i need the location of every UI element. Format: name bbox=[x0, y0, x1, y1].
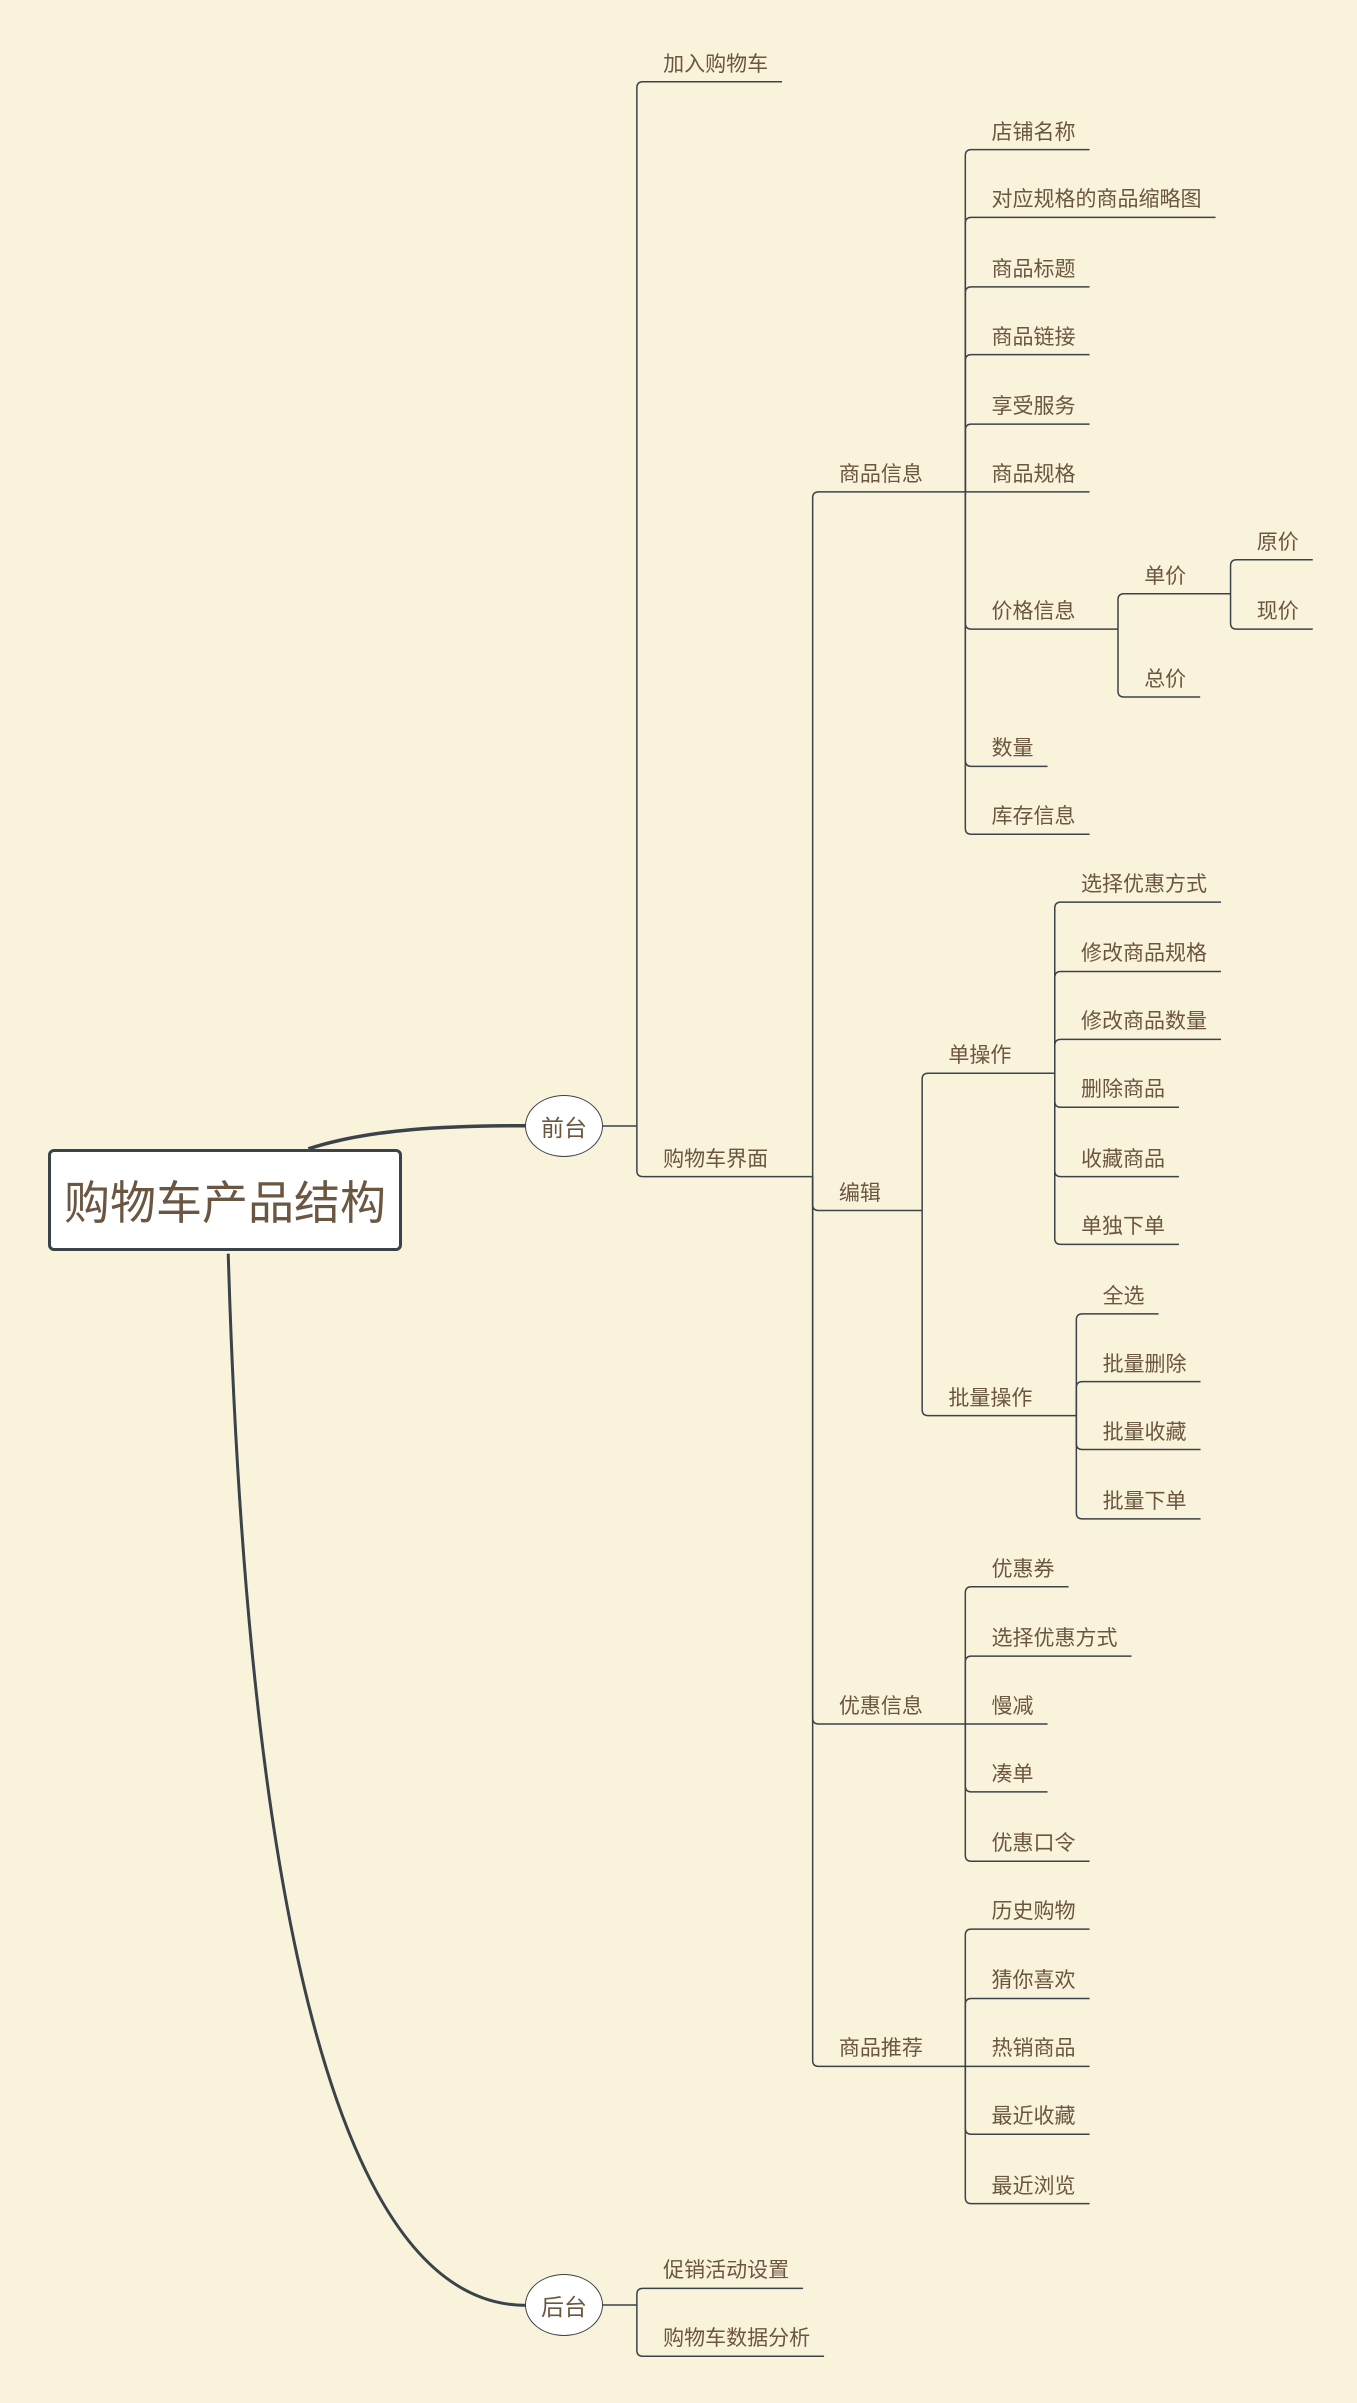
connector bbox=[1229, 559, 1313, 594]
topic-node[interactable]: 全选 bbox=[1102, 1283, 1145, 1308]
topic-node[interactable]: 享受服务 bbox=[991, 394, 1076, 419]
topic-node[interactable]: 单价 bbox=[1144, 563, 1187, 588]
connector bbox=[1054, 1038, 1221, 1074]
topic-node[interactable]: 最近收藏 bbox=[991, 2104, 1076, 2129]
connector bbox=[1075, 1380, 1201, 1416]
topic-node[interactable]: 原价 bbox=[1256, 529, 1299, 554]
topic-node[interactable]: 凑单 bbox=[991, 1761, 1034, 1786]
topic-node[interactable]: 店铺名称 bbox=[991, 119, 1076, 144]
connector bbox=[964, 1928, 1090, 2067]
topic-node[interactable]: 对应规格的商品缩略图 bbox=[991, 187, 1202, 212]
connector bbox=[307, 1123, 526, 1151]
topic-node[interactable]: 猜你喜欢 bbox=[991, 1968, 1076, 1993]
topic-node[interactable]: 商品链接 bbox=[991, 324, 1076, 349]
connector bbox=[811, 491, 966, 1177]
connector bbox=[921, 1072, 1055, 1211]
topic-node[interactable]: 购物车界面 bbox=[663, 1146, 769, 1171]
connector bbox=[921, 1210, 1077, 1417]
topic-node[interactable]: 现价 bbox=[1256, 599, 1299, 624]
topic-node[interactable]: 单操作 bbox=[948, 1043, 1012, 1068]
connector bbox=[636, 2305, 825, 2357]
connector bbox=[1075, 1313, 1159, 1416]
connector bbox=[1117, 629, 1201, 698]
connector bbox=[1075, 1415, 1201, 1520]
branch-frontend[interactable]: 前台 bbox=[525, 1095, 603, 1157]
topic-node[interactable]: 最近浏览 bbox=[991, 2173, 1076, 2198]
connector bbox=[636, 2287, 804, 2305]
topic-node[interactable]: 优惠信息 bbox=[838, 1694, 923, 1718]
branch-backend[interactable]: 后台 bbox=[525, 2274, 603, 2336]
topic-node[interactable]: 历史购物 bbox=[991, 1899, 1076, 1924]
topic-node[interactable]: 慢减 bbox=[991, 1694, 1034, 1718]
topic-node[interactable]: 库存信息 bbox=[991, 804, 1076, 829]
connector bbox=[636, 80, 783, 1126]
topic-node[interactable]: 商品信息 bbox=[838, 461, 923, 486]
topic-node[interactable]: 批量删除 bbox=[1102, 1351, 1187, 1376]
root-topic[interactable]: 购物车产品结构 bbox=[48, 1149, 402, 1251]
connector bbox=[964, 353, 1090, 492]
connector bbox=[636, 1126, 813, 1178]
topic-node[interactable]: 单独下单 bbox=[1080, 1214, 1165, 1239]
topic-node[interactable]: 编辑 bbox=[838, 1180, 881, 1205]
connector bbox=[964, 491, 1090, 835]
connector bbox=[964, 1586, 1069, 1725]
connector bbox=[811, 1176, 966, 1725]
topic-node[interactable]: 价格信息 bbox=[991, 599, 1076, 624]
connector bbox=[1054, 901, 1221, 1074]
connector bbox=[1229, 593, 1313, 630]
topic-node[interactable]: 商品推荐 bbox=[838, 2036, 923, 2061]
connector bbox=[964, 216, 1216, 492]
connector bbox=[964, 286, 1090, 492]
connector bbox=[1117, 592, 1231, 630]
connector bbox=[1054, 970, 1221, 1074]
topic-node[interactable]: 优惠券 bbox=[991, 1556, 1055, 1581]
topic-node[interactable]: 批量收藏 bbox=[1102, 1419, 1187, 1444]
connector bbox=[964, 423, 1090, 492]
topic-node[interactable]: 收藏商品 bbox=[1080, 1146, 1165, 1171]
topic-node[interactable]: 选择优惠方式 bbox=[1080, 872, 1207, 897]
topic-node[interactable]: 总价 bbox=[1144, 667, 1187, 691]
topic-node[interactable]: 修改商品数量 bbox=[1080, 1009, 1207, 1034]
topic-node[interactable]: 购物车数据分析 bbox=[663, 2326, 811, 2351]
topic-node[interactable]: 加入购物车 bbox=[663, 51, 769, 76]
topic-node[interactable]: 数量 bbox=[991, 736, 1034, 761]
topic-node[interactable]: 热销商品 bbox=[991, 2036, 1076, 2061]
topic-node[interactable]: 批量操作 bbox=[948, 1385, 1033, 1410]
connector bbox=[964, 1655, 1132, 1725]
topic-node[interactable]: 修改商品规格 bbox=[1080, 941, 1207, 966]
connector bbox=[811, 1176, 966, 2068]
topic-node[interactable]: 优惠口令 bbox=[991, 1831, 1076, 1856]
topic-node[interactable]: 商品规格 bbox=[991, 461, 1076, 486]
topic-node[interactable]: 选择优惠方式 bbox=[991, 1626, 1118, 1651]
connector bbox=[964, 148, 1090, 492]
connector bbox=[964, 2066, 1090, 2205]
connector bbox=[226, 1253, 526, 2307]
topic-node[interactable]: 促销活动设置 bbox=[663, 2258, 790, 2283]
topic-node[interactable]: 批量下单 bbox=[1102, 1488, 1187, 1513]
connector bbox=[964, 1724, 1090, 1862]
topic-node[interactable]: 商品标题 bbox=[991, 256, 1076, 281]
topic-node[interactable]: 删除商品 bbox=[1080, 1077, 1165, 1102]
connector bbox=[1054, 1073, 1179, 1246]
connector bbox=[964, 1997, 1090, 2067]
